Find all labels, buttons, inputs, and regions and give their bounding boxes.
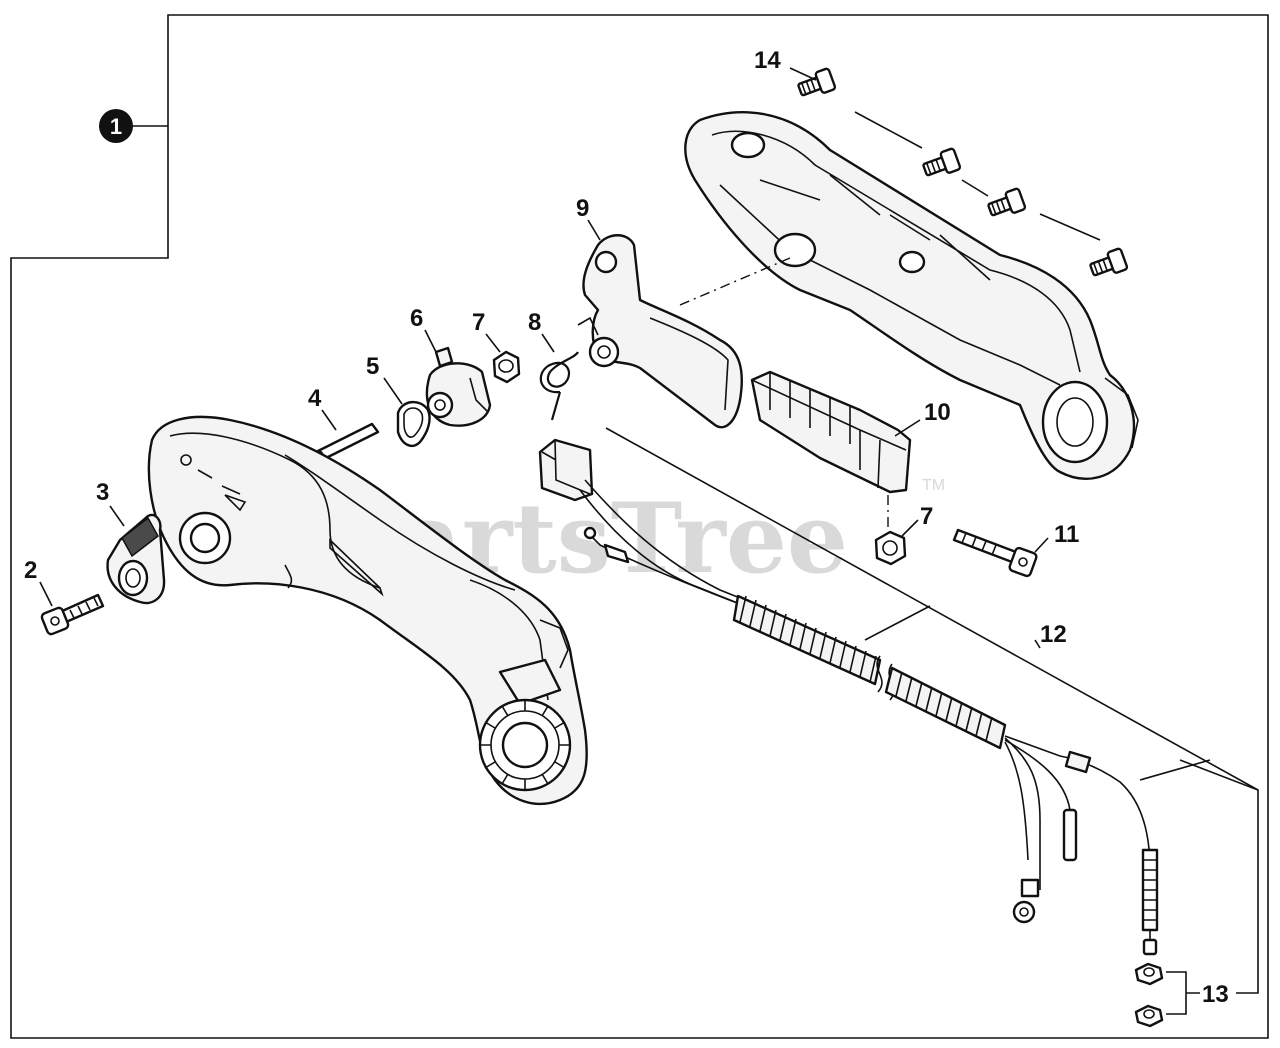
callout-6: 6 [410, 305, 423, 332]
callout-12: 12 [1040, 621, 1067, 648]
callout-3: 3 [96, 479, 109, 506]
lever-3 [106, 513, 166, 605]
callout-8: 8 [528, 309, 541, 336]
callout-7-lower: 7 [920, 503, 933, 530]
gear-knob [478, 698, 572, 792]
screw [797, 67, 837, 97]
diagram-frame [10, 14, 1269, 1039]
callout-10: 10 [924, 399, 951, 426]
callout-14: 14 [754, 47, 781, 74]
screw [1089, 247, 1129, 277]
clip-5 [396, 400, 431, 447]
callout-7-upper: 7 [472, 309, 485, 336]
nut-7-upper [492, 350, 521, 384]
screw-group-14 [789, 67, 1129, 277]
callout-13: 13 [1202, 981, 1229, 1008]
watermark-tm: TM [922, 477, 945, 494]
handle-half-right [684, 111, 1139, 480]
nuts-13 [1134, 759, 1259, 1028]
assembly-callout: 1 [99, 109, 168, 143]
switch-bracket-10 [750, 370, 912, 494]
callout-5: 5 [366, 353, 379, 380]
spring-8 [539, 351, 579, 421]
bolt-2 [40, 593, 105, 636]
callout-4: 4 [308, 385, 322, 412]
trigger-9 [577, 234, 743, 429]
screw [987, 187, 1027, 217]
bolt-11 [952, 528, 1038, 578]
nut-7-lower [874, 495, 907, 566]
callout-2: 2 [24, 557, 37, 584]
throttle-lock-6 [425, 346, 492, 427]
assembly-callout-number: 1 [110, 114, 122, 139]
screw [922, 147, 962, 177]
handle-half-left [147, 415, 588, 806]
callout-9: 9 [576, 195, 589, 222]
callout-11: 11 [1054, 521, 1079, 548]
wiring-harness-12 [538, 438, 1159, 956]
